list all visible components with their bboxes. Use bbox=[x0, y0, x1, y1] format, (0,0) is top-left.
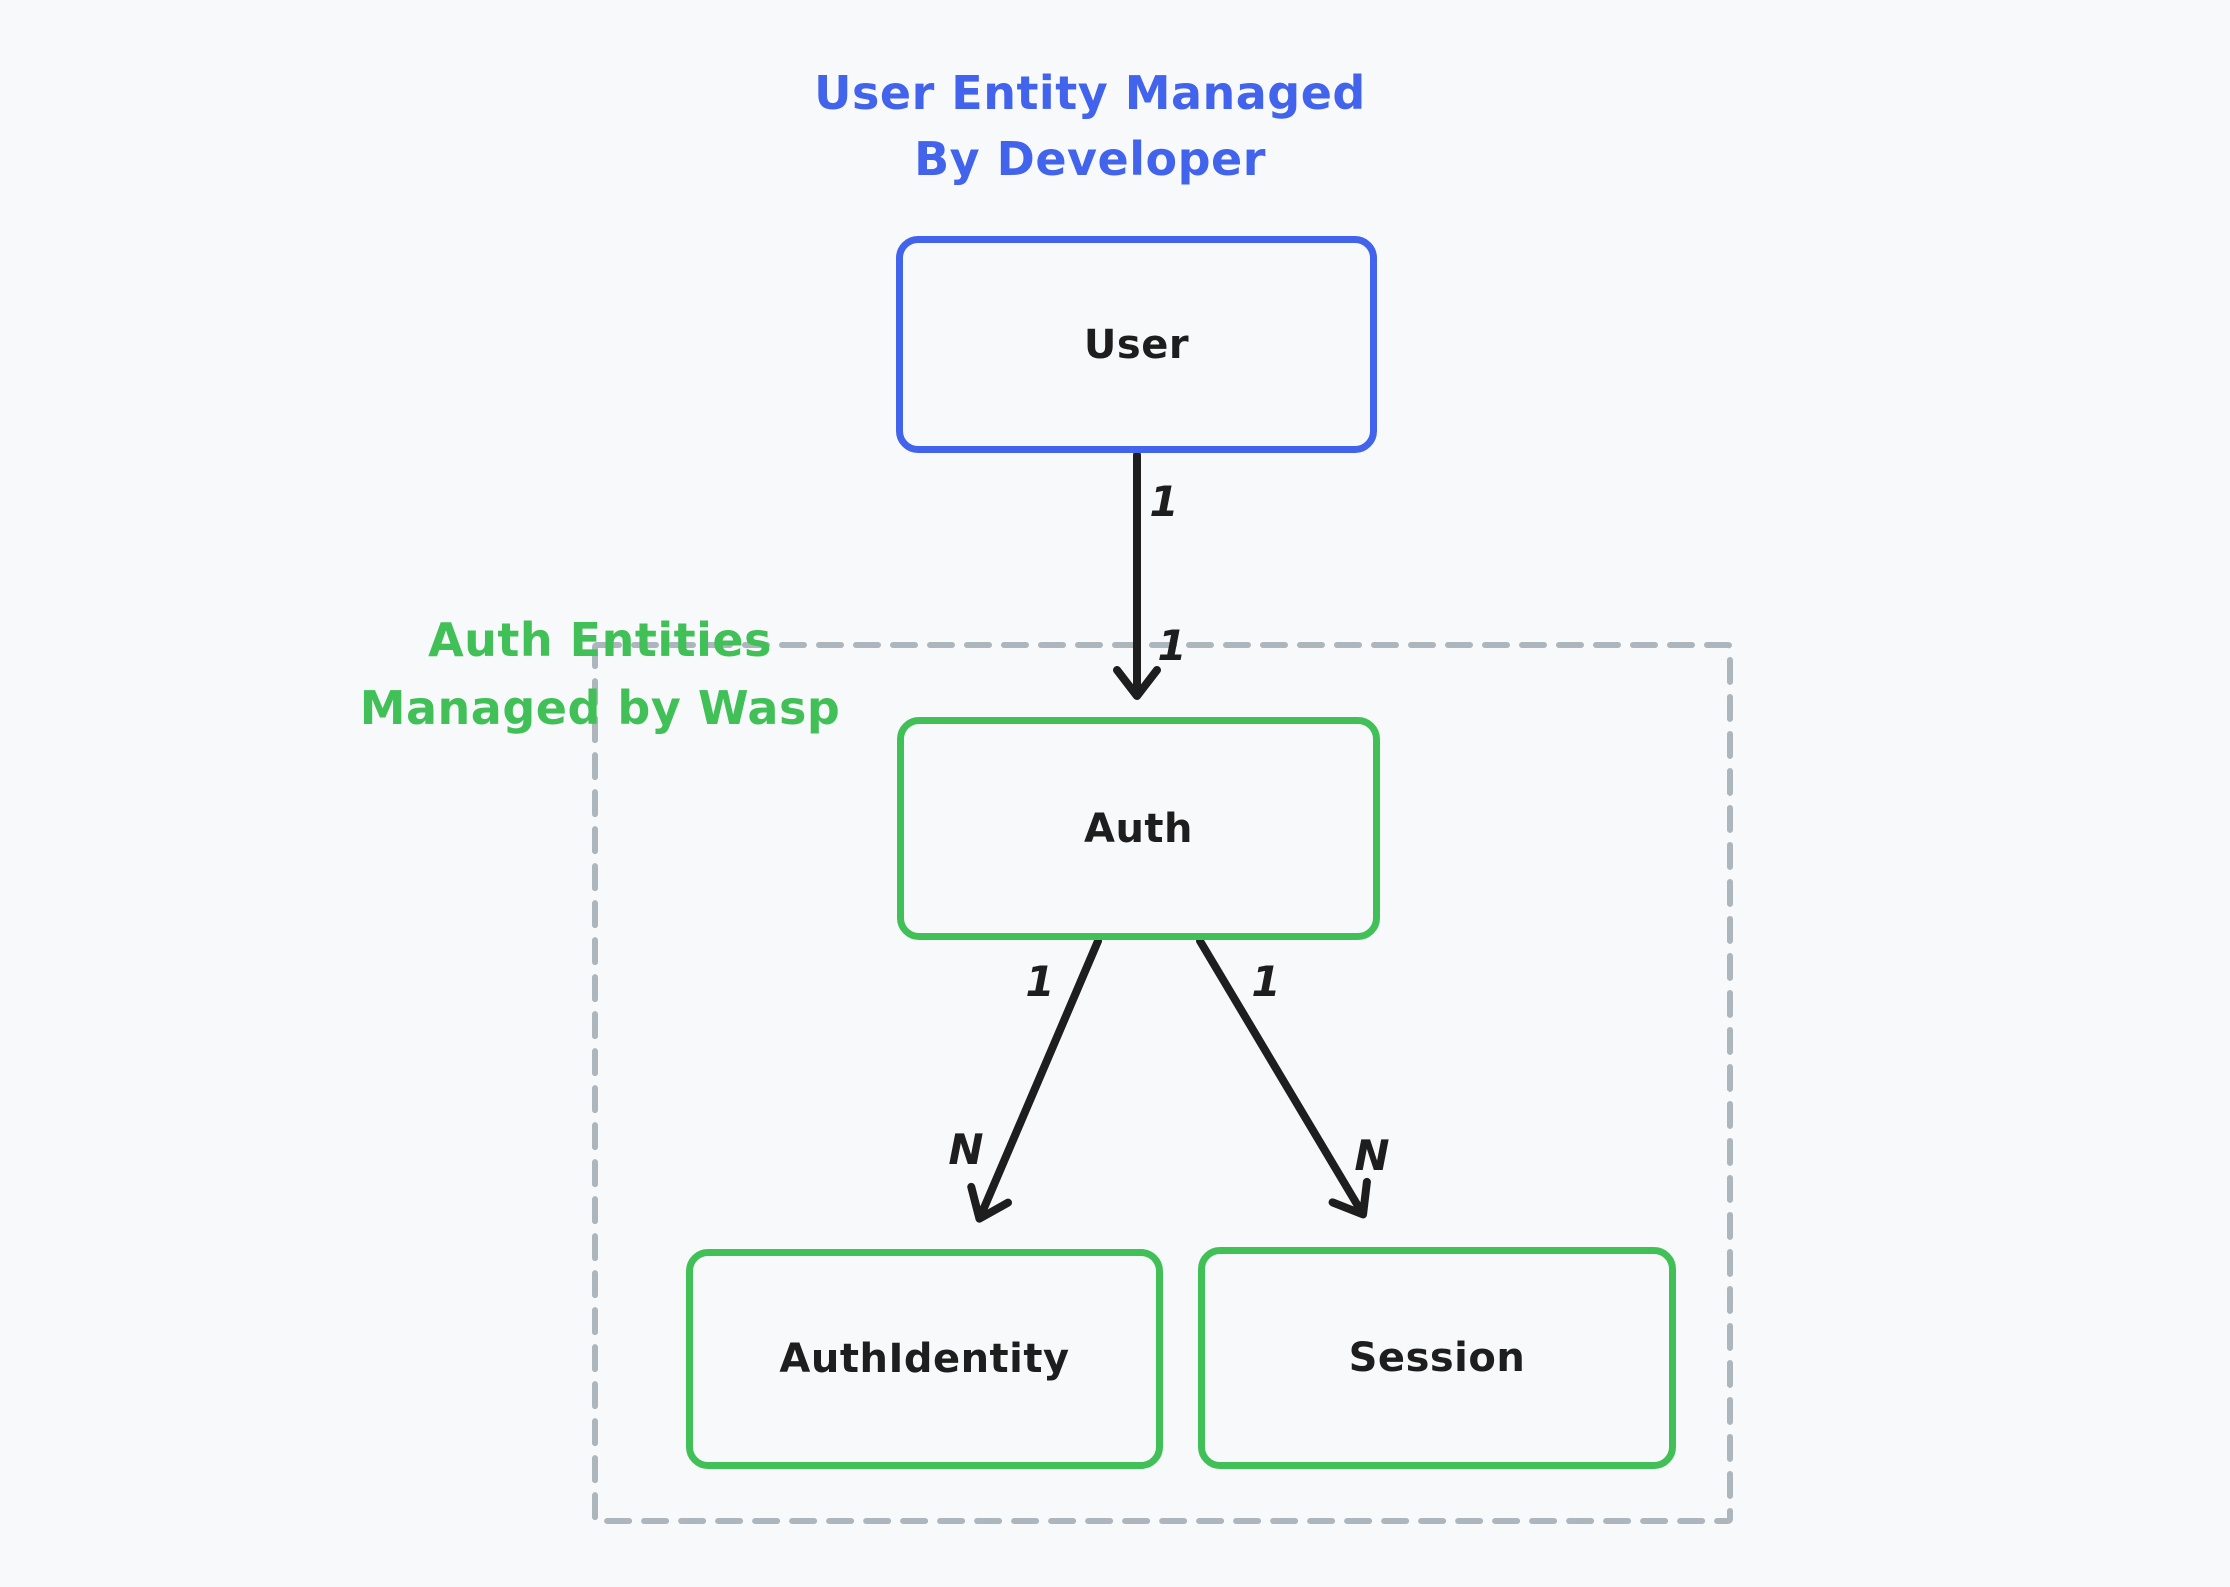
auth-region-label: Auth Entities Managed by Wasp bbox=[250, 606, 950, 742]
auth-region-label-line1: Auth Entities bbox=[428, 613, 772, 667]
node-auth-identity: AuthIdentity bbox=[686, 1249, 1163, 1469]
cardinality-user-side: 1 bbox=[1149, 477, 1179, 526]
cardinality-auth-to-session-target: N bbox=[1354, 1131, 1390, 1180]
cardinality-auth-to-authidentity-target: N bbox=[948, 1125, 984, 1174]
diagram-title-line1: User Entity Managed bbox=[814, 66, 1366, 120]
cardinality-auth-to-authidentity-source: 1 bbox=[1025, 957, 1055, 1006]
node-session-label: Session bbox=[1348, 1335, 1526, 1381]
node-user-label: User bbox=[1083, 321, 1190, 368]
node-session: Session bbox=[1198, 1247, 1676, 1469]
cardinality-auth-side: 1 bbox=[1157, 621, 1187, 670]
node-auth: Auth bbox=[897, 717, 1380, 940]
node-user: User bbox=[896, 236, 1377, 453]
diagram-title: User Entity Managed By Developer bbox=[440, 60, 1740, 192]
cardinality-auth-to-session-source: 1 bbox=[1251, 957, 1281, 1006]
node-auth-label: Auth bbox=[1083, 805, 1194, 852]
diagram-title-line2: By Developer bbox=[914, 132, 1266, 186]
node-auth-identity-label: AuthIdentity bbox=[779, 1336, 1070, 1382]
auth-region-label-line2: Managed by Wasp bbox=[359, 681, 841, 735]
